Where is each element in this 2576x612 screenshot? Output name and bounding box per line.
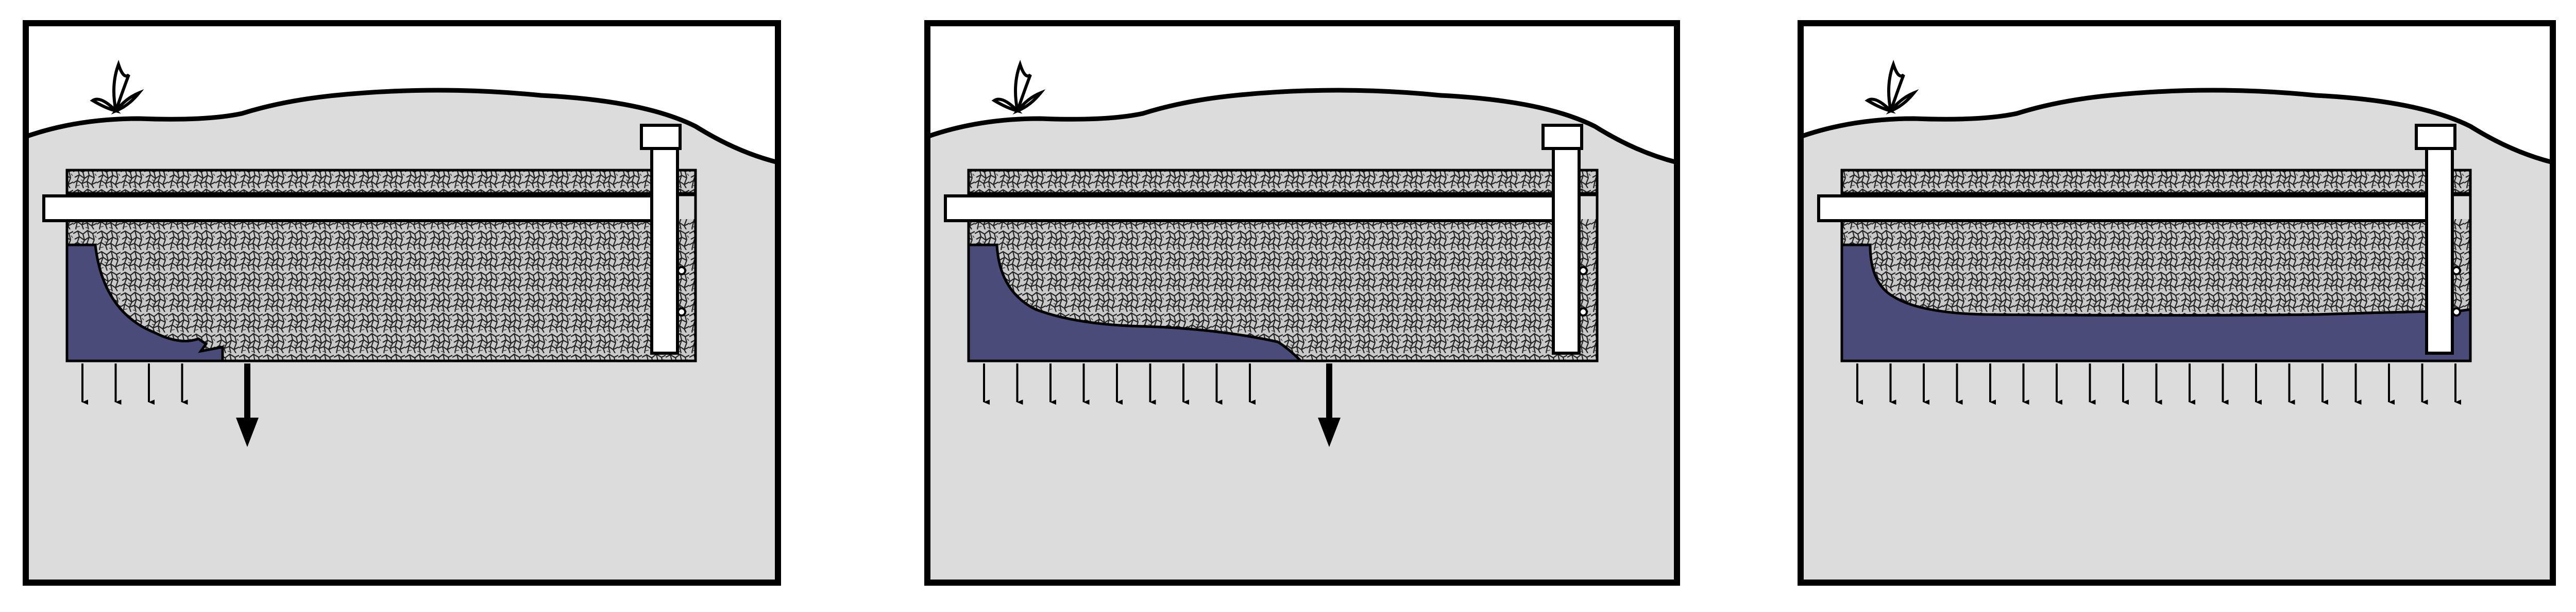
gravel-bed — [67, 219, 696, 361]
sky-area — [26, 23, 778, 162]
inspection-port-icon — [2415, 124, 2461, 355]
ground-line — [25, 88, 779, 165]
septic-panel-3 — [1798, 20, 2556, 586]
gravel-cover — [967, 169, 1599, 196]
ground-line — [1800, 88, 2554, 165]
panel-frame — [23, 20, 781, 586]
septic-panel-1 — [23, 20, 781, 586]
inspection-port-icon — [640, 124, 686, 355]
septic-panel-2 — [924, 20, 1680, 586]
sky-area — [1801, 23, 2553, 162]
distribution-pipe — [944, 194, 1581, 222]
gravel-cover — [65, 169, 697, 196]
gravel-cover — [1840, 169, 2472, 196]
panel-frame — [1798, 20, 2556, 586]
panel-frame — [924, 20, 1680, 586]
sky-area — [927, 23, 1677, 162]
grass-tuft-icon — [90, 60, 144, 115]
inspection-port-icon — [1541, 124, 1588, 355]
ground-line — [926, 88, 1678, 165]
downward-arrow-icon — [1318, 418, 1341, 447]
grass-tuft-icon — [1865, 60, 1919, 115]
grass-tuft-icon — [991, 60, 1046, 115]
distribution-pipe — [1817, 194, 2454, 222]
distribution-pipe — [42, 194, 679, 222]
downward-arrow-icon — [236, 418, 259, 447]
